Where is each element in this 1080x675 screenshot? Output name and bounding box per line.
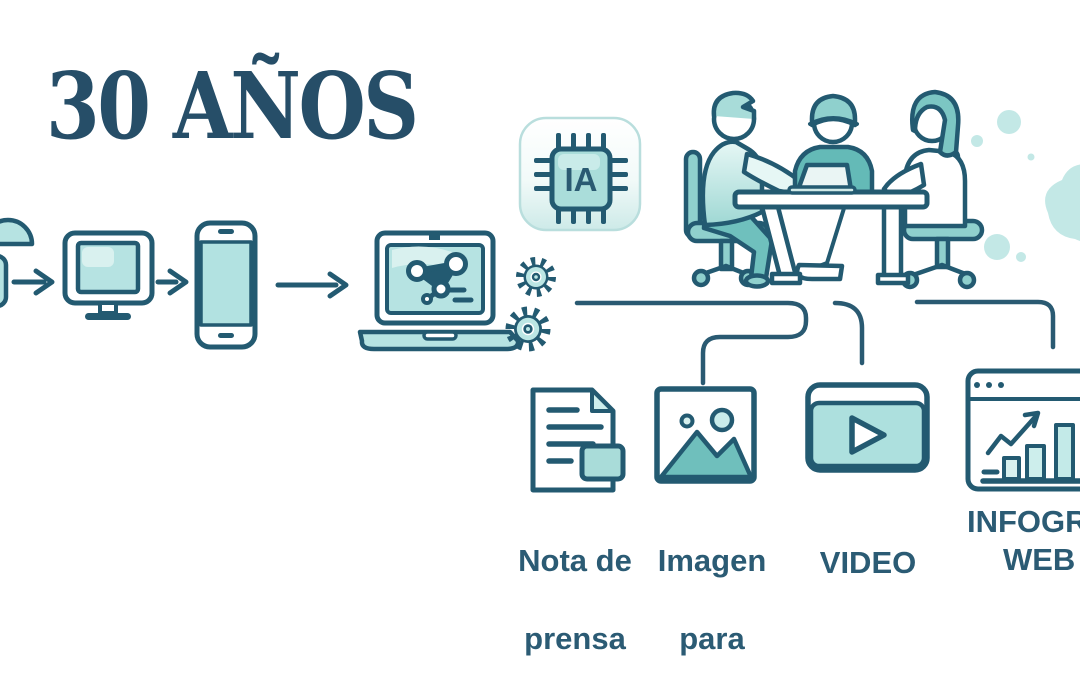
- video-player-icon: [805, 382, 930, 473]
- press-document-icon: [530, 387, 626, 493]
- watercolor-blobs: [971, 110, 1080, 262]
- ai-chip-icon: IA: [534, 133, 628, 224]
- smartphone-icon: [194, 220, 258, 350]
- label-infografia-web-line1: INFOGRAFÍA: [967, 504, 1080, 539]
- image-icon: [654, 386, 757, 484]
- mini-bar-chart: [980, 410, 1080, 484]
- label-line: Nota de: [518, 543, 632, 578]
- page-title: 30 AÑOS: [46, 52, 419, 160]
- label-nota-de-prensa: Nota de prensa: [505, 502, 645, 675]
- arrow-icon-2: [155, 268, 189, 296]
- connector-line-video: [832, 300, 865, 366]
- desktop-monitor-icon: [62, 230, 155, 320]
- connector-lines: [574, 299, 1056, 386]
- browser-chart-icon: [965, 368, 1080, 492]
- arrow-icon-3: [275, 271, 349, 299]
- gear-icon-top: [516, 257, 556, 297]
- label-line: VIDEO: [819, 545, 917, 580]
- network-graph-icon: [406, 252, 474, 305]
- legacy-device-partial-icon: [0, 217, 35, 308]
- laptop-on-table: [787, 162, 857, 195]
- label-infografia-web-line2: WEB: [1003, 542, 1076, 577]
- laptop-icon: [357, 230, 521, 352]
- gear-icon-bottom: [505, 306, 551, 352]
- label-line: para: [679, 621, 745, 656]
- label-line: prensa: [524, 621, 626, 656]
- label-line: Imagen: [657, 543, 767, 578]
- meeting-scene: [683, 89, 985, 290]
- person-left: [700, 90, 804, 289]
- connector-line-imagen: [574, 300, 809, 386]
- label-imagen-para-redes: Imagen para redes: [642, 502, 782, 675]
- connector-line-infografia: [914, 299, 1056, 350]
- meeting-table: [732, 189, 930, 286]
- arrow-icon-1: [11, 268, 55, 296]
- ai-chip-label: IA: [565, 161, 598, 198]
- ai-chip-badge: IA: [518, 116, 642, 232]
- label-video: VIDEO: [798, 504, 938, 621]
